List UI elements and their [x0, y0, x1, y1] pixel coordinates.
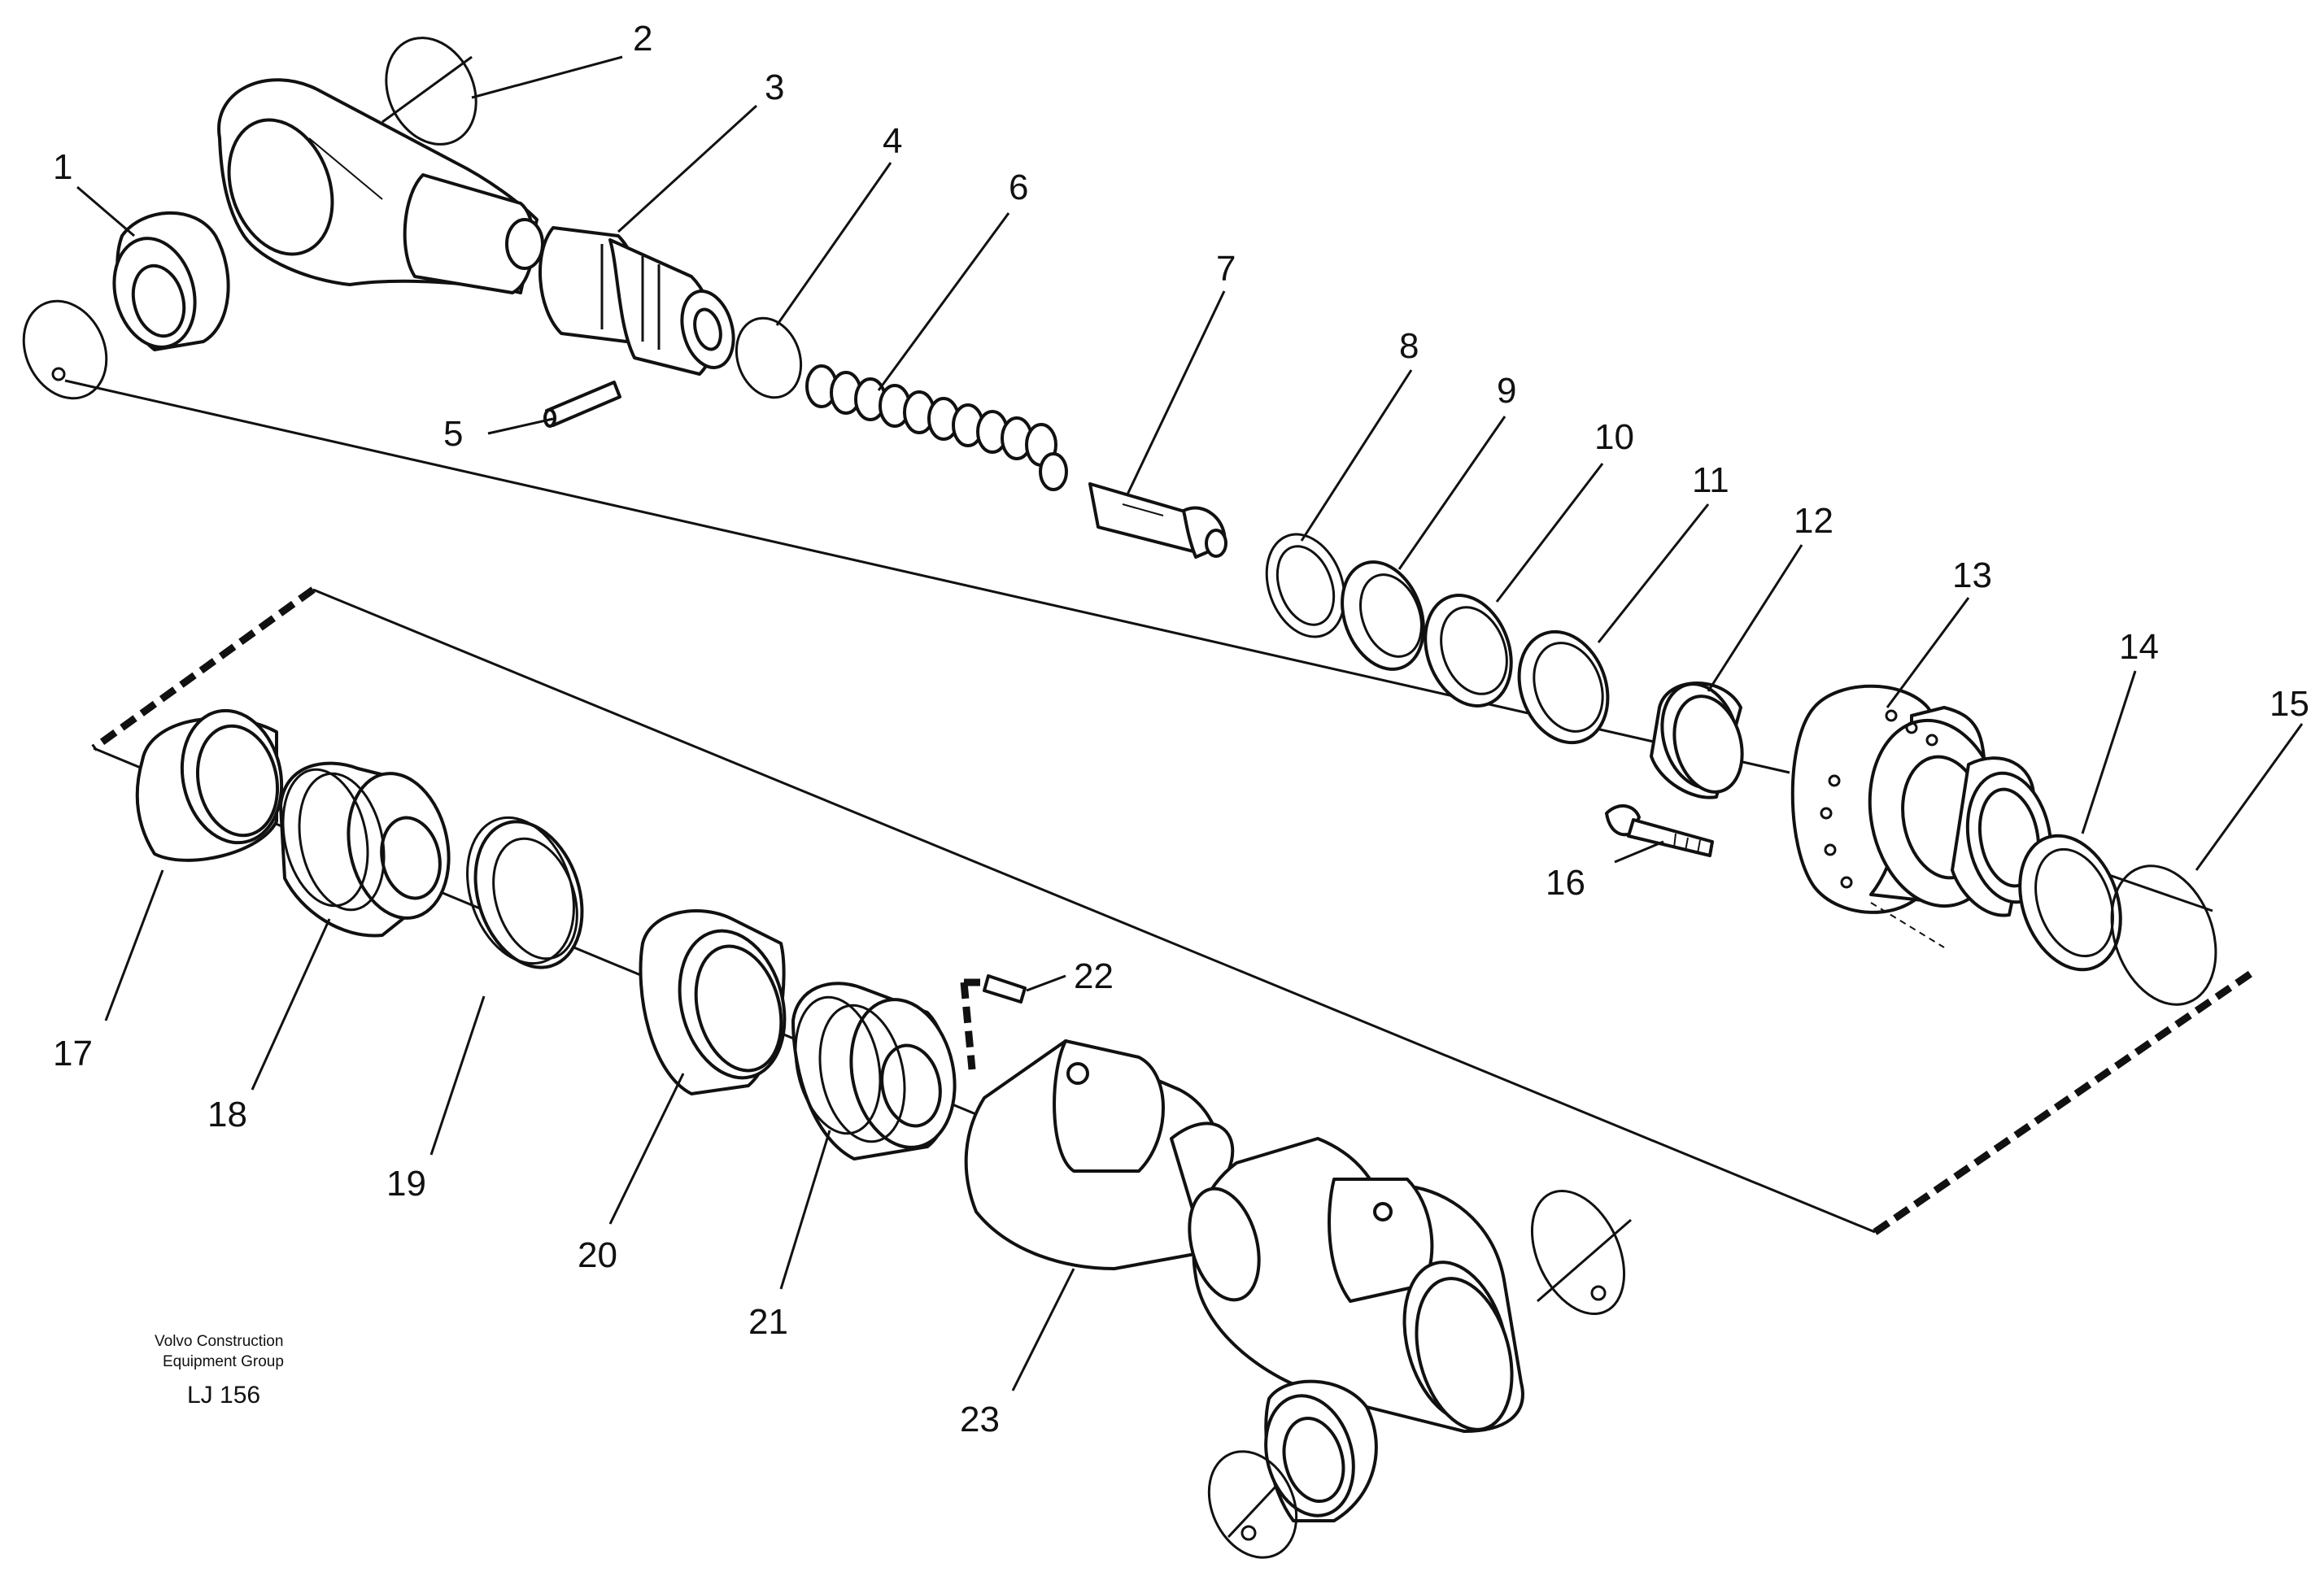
part-4-oring: [735, 316, 803, 399]
part-13-cylinder-head: [1790, 684, 2053, 948]
callout-5: 5: [443, 414, 463, 454]
callout-23: 23: [960, 1400, 1000, 1439]
callout-14: 14: [2119, 627, 2159, 667]
callout-19: 19: [386, 1164, 426, 1204]
callout-4: 4: [883, 121, 902, 161]
callout-20: 20: [578, 1235, 617, 1275]
part-11-ring: [1517, 629, 1610, 745]
callout-12: 12: [1794, 501, 1833, 541]
drawing-code: LJ 156: [187, 1382, 260, 1409]
part-circlip-left: [22, 299, 108, 400]
part-9-ring: [1341, 560, 1425, 671]
part-23-cylinder-tube: [964, 1039, 1524, 1433]
callout-11: 11: [1692, 460, 1729, 500]
part-14-ring: [2018, 834, 2122, 972]
callout-numbers: 1 2 3 4 5 6 7 8 9 10 11 12 13 14 15 16 1…: [53, 19, 2309, 1439]
part-18-piston: [279, 761, 451, 938]
part-6-spring: [805, 364, 1068, 491]
part-3-rod-section: [538, 226, 735, 376]
callout-13: 13: [1952, 555, 1992, 595]
part-12-bushing: [1650, 681, 1744, 799]
part-20-bushing: [639, 909, 787, 1095]
part-lower-bearing: [1264, 1379, 1378, 1522]
part-15-retaining-ring: [2110, 864, 2217, 1006]
callout-15: 15: [2269, 684, 2309, 724]
part-19-seal: [466, 816, 584, 969]
callout-2: 2: [633, 19, 652, 59]
part-1-bearing: [112, 211, 230, 351]
callout-21: 21: [748, 1302, 788, 1342]
part-circlip-lower-right: [1530, 1189, 1632, 1316]
callout-17: 17: [53, 1034, 93, 1073]
callout-16: 16: [1546, 863, 1585, 903]
assembly-connection-lines: [91, 586, 2256, 1235]
callout-18: 18: [207, 1095, 247, 1134]
part-17-bushing: [135, 708, 284, 862]
callout-3: 3: [765, 67, 784, 107]
credit-line-2: Equipment Group: [163, 1353, 284, 1370]
part-8-seal: [1265, 533, 1346, 638]
credit-line-1: Volvo Construction: [155, 1333, 283, 1350]
lower-assembly: [93, 708, 1632, 1559]
part-circlip-lower-left: [1207, 1450, 1298, 1559]
part-5-pin: [543, 381, 621, 428]
upper-assembly: [22, 37, 2217, 1006]
part-rod-eye: [217, 78, 544, 294]
leader-lines: [76, 55, 2304, 1391]
part-22-set-screw: [983, 974, 1027, 1004]
callout-6: 6: [1009, 168, 1028, 207]
part-16-bolt: [1605, 804, 1714, 857]
credit-block: Volvo Construction Equipment Group LJ 15…: [155, 1333, 284, 1409]
callout-1: 1: [53, 147, 72, 187]
callout-22: 22: [1074, 956, 1114, 996]
part-2-circlip: [382, 37, 477, 146]
callout-8: 8: [1399, 326, 1419, 366]
callout-10: 10: [1594, 417, 1634, 457]
part-7-valve-pin: [1088, 482, 1227, 559]
callout-9: 9: [1497, 371, 1516, 411]
part-10-ring: [1424, 594, 1513, 708]
callout-7: 7: [1216, 249, 1236, 289]
part-21-piston: [791, 982, 957, 1160]
